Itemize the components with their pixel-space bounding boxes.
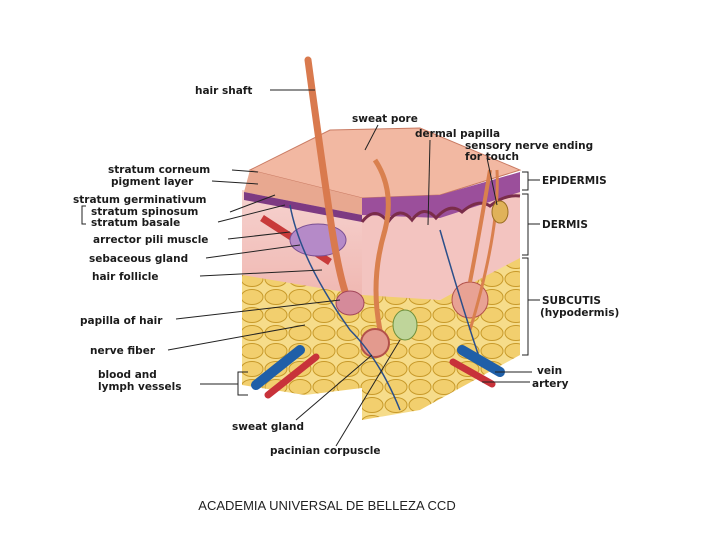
- label-sensory-nerve-ending-2: for touch: [465, 151, 519, 163]
- label-sweat-gland: sweat gland: [232, 421, 304, 433]
- label-pigment-layer: pigment layer: [111, 176, 194, 188]
- label-dermal-papilla: dermal papilla: [415, 128, 500, 140]
- label-hair-follicle: hair follicle: [92, 271, 159, 283]
- label-pacinian-corpuscle: pacinian corpuscle: [270, 445, 381, 457]
- label-nerve-fiber: nerve fiber: [90, 345, 156, 357]
- label-blood-lymph-1: blood and: [98, 369, 157, 381]
- hair-follicle-bulb: [336, 291, 364, 315]
- label-stratum-corneum: stratum corneum: [108, 164, 210, 176]
- label-arrector-pili-muscle: arrector pili muscle: [93, 234, 208, 246]
- label-sebaceous-gland: sebaceous gland: [89, 253, 188, 265]
- label-subcutis: SUBCUTIS: [542, 295, 601, 307]
- label-stratum-germinativum: stratum germinativum: [73, 194, 206, 206]
- pacinian-corpuscle: [393, 310, 417, 340]
- label-stratum-basale: stratum basale: [91, 217, 180, 229]
- label-artery: artery: [532, 378, 569, 390]
- footer-caption: ACADEMIA UNIVERSAL DE BELLEZA CCD: [0, 498, 654, 513]
- label-epidermis: EPIDERMIS: [542, 175, 607, 187]
- label-sweat-pore: sweat pore: [352, 113, 418, 125]
- label-vein: vein: [537, 365, 562, 377]
- label-hypodermis: (hypodermis): [540, 307, 619, 319]
- label-papilla-of-hair: papilla of hair: [80, 315, 163, 327]
- label-dermis: DERMIS: [542, 219, 588, 231]
- label-hair-shaft: hair shaft: [195, 85, 252, 97]
- touch-receptor: [492, 201, 508, 223]
- label-blood-lymph-2: lymph vessels: [98, 381, 181, 393]
- sweat-gland-coil: [361, 329, 389, 357]
